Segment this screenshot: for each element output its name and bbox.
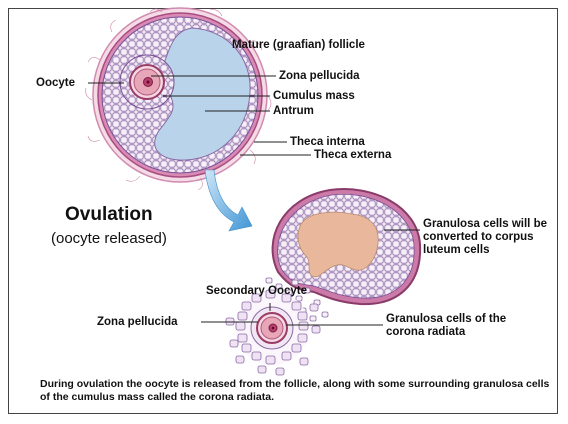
caption: During ovulation the oocyte is released … <box>40 378 560 404</box>
released-oocyte <box>226 290 320 375</box>
mature-follicle <box>86 8 271 190</box>
title-mature-follicle: Mature (graafian) follicle <box>232 39 365 52</box>
label-oocyte: Oocyte <box>36 77 75 90</box>
label-secondary-oocyte: Secondary Oocyte <box>206 285 307 298</box>
ovulation-heading: Ovulation <box>65 204 153 226</box>
label-antrum: Antrum <box>273 105 314 118</box>
label-theca-externa: Theca externa <box>314 149 391 162</box>
label-granulosa-corona: Granulosa cells of the corona radiata <box>386 313 516 339</box>
ovulation-subheading: (oocyte released) <box>51 230 167 247</box>
ovulation-arrow <box>205 170 252 231</box>
label-theca-interna: Theca interna <box>290 136 365 149</box>
label-zona-pellucida-released: Zona pellucida <box>97 316 178 329</box>
label-zona-pellucida: Zona pellucida <box>279 70 360 83</box>
label-granulosa-corpus-luteum: Granulosa cells will be converted to cor… <box>423 218 558 257</box>
label-cumulus-mass: Cumulus mass <box>273 90 355 103</box>
